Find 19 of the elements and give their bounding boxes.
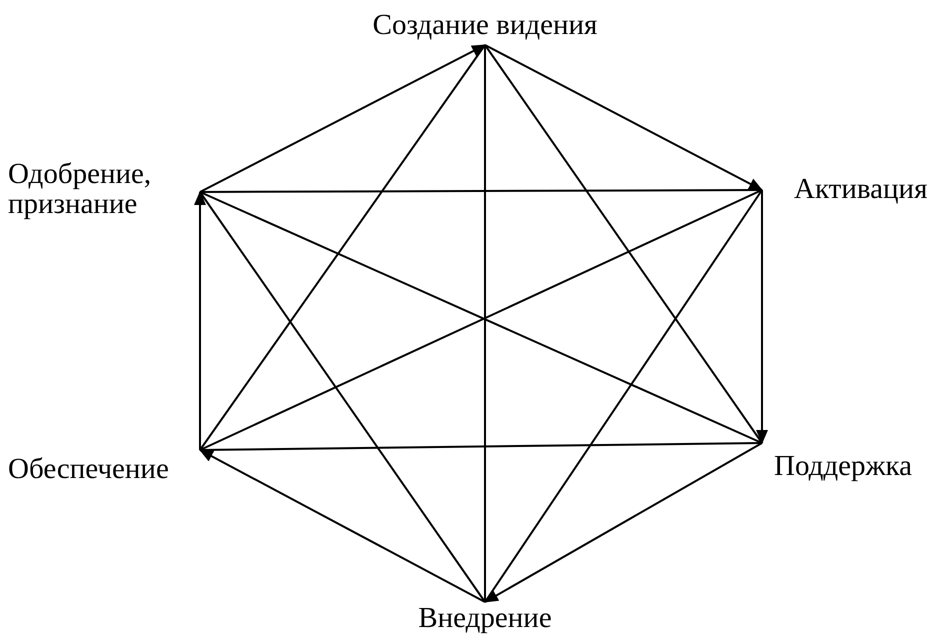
arrow xyxy=(756,190,768,444)
connector-line xyxy=(199,44,486,451)
node-label: Создание видения xyxy=(355,4,615,45)
connector-line xyxy=(484,45,486,602)
arrow xyxy=(194,191,206,450)
arrow xyxy=(484,44,763,191)
node-label: Поддержка xyxy=(762,443,933,485)
arrow xyxy=(484,442,762,603)
arrow xyxy=(200,44,486,193)
node-label: Активация xyxy=(762,172,933,206)
arrow xyxy=(199,449,486,603)
node-label: Одобрение, признание xyxy=(0,155,205,219)
connector-line xyxy=(200,442,762,451)
connector-line xyxy=(484,44,763,444)
node-label: Внедрение xyxy=(400,602,570,634)
connector-line xyxy=(200,189,762,193)
connector-line xyxy=(484,189,763,603)
connector-line xyxy=(199,191,486,603)
node-label: Обеспечение xyxy=(0,446,205,486)
